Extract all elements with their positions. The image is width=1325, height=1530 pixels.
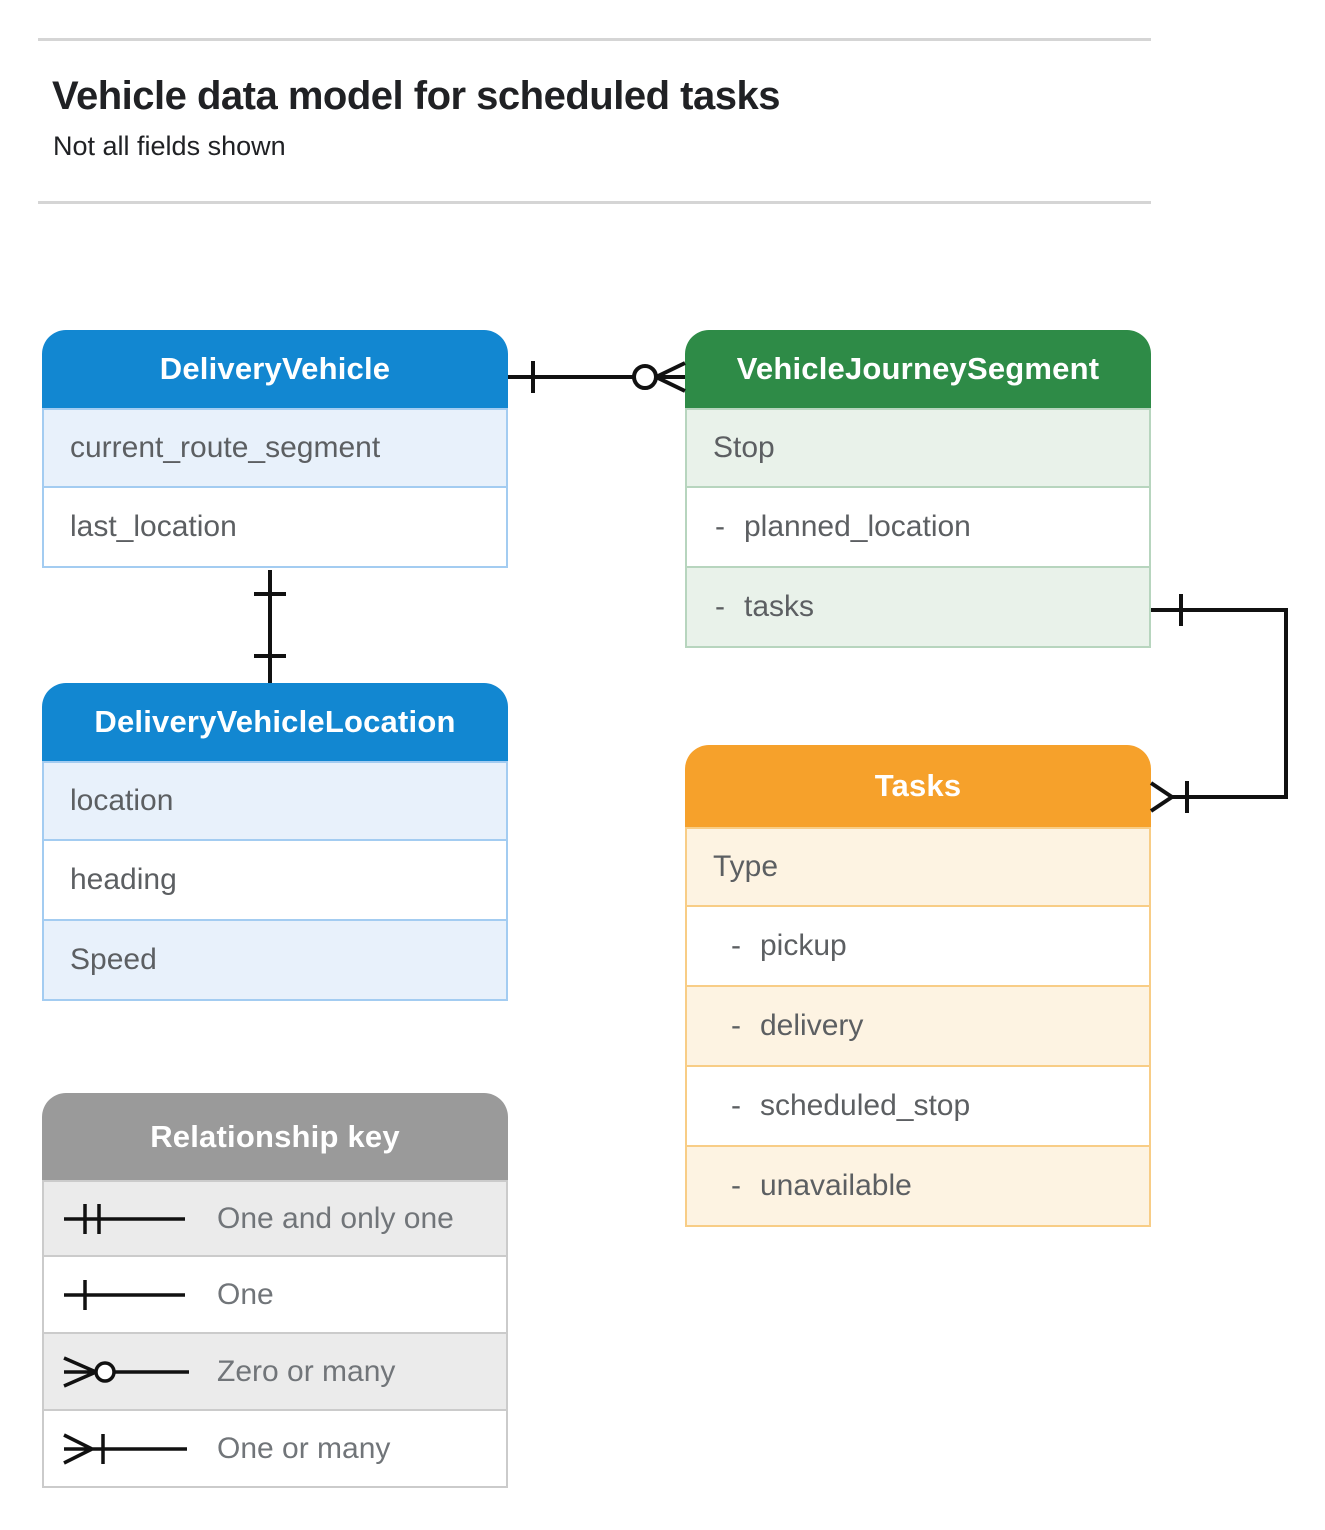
entity-row: - pickup (685, 907, 1151, 987)
entity-row: - delivery (685, 987, 1151, 1067)
entity-title: DeliveryVehicle (42, 330, 508, 408)
connector-deliveryvehicle-deliveryvehiclelocation (254, 570, 286, 683)
entity-delivery-vehicle-location: DeliveryVehicleLocation location heading… (42, 683, 508, 1001)
entity-row: - scheduled_stop (685, 1067, 1151, 1147)
field-label: heading (70, 863, 177, 896)
field-label: tasks (744, 590, 815, 623)
field-prefix: - (731, 1169, 741, 1202)
divider-bottom (38, 201, 1151, 204)
field-label: Stop (713, 431, 775, 464)
field-prefix: - (731, 929, 741, 962)
legend-item: One or many (42, 1411, 508, 1488)
connector-vehiclejourneysegment-tasks (1149, 594, 1288, 813)
entity-row: - planned_location (685, 488, 1151, 568)
entity-title: Tasks (685, 745, 1151, 827)
field-label: current_route_segment (70, 431, 381, 464)
field-label: location (70, 784, 174, 817)
entity-row: Type (685, 827, 1151, 907)
entity-row: location (42, 761, 508, 841)
entity-row: - unavailable (685, 1147, 1151, 1227)
relationship-key: Relationship key One and only one One Ze… (42, 1093, 508, 1488)
entity-title: DeliveryVehicleLocation (42, 683, 508, 761)
legend-label: Zero or many (217, 1354, 396, 1388)
divider-top (38, 38, 1151, 41)
legend-label: One and only one (217, 1201, 454, 1235)
entity-row: heading (42, 841, 508, 921)
legend-item: One (42, 1257, 508, 1334)
field-label: Type (713, 850, 779, 883)
field-label: delivery (760, 1009, 864, 1042)
field-label: scheduled_stop (760, 1089, 971, 1122)
field-label: Speed (70, 943, 157, 976)
field-prefix: - (715, 590, 725, 623)
entity-tasks: Tasks Type - pickup - delivery - schedul… (685, 745, 1151, 1227)
legend-title: Relationship key (42, 1093, 508, 1180)
connector-deliveryvehicle-vehiclejourneysegment (508, 361, 686, 393)
page-title: Vehicle data model for scheduled tasks (52, 74, 780, 118)
field-label: planned_location (744, 510, 971, 543)
entity-row: current_route_segment (42, 408, 508, 488)
page-subtitle: Not all fields shown (53, 131, 286, 161)
entity-title: VehicleJourneySegment (685, 330, 1151, 408)
entity-delivery-vehicle: DeliveryVehicle current_route_segment la… (42, 330, 508, 568)
one-or-many-icon (63, 1432, 187, 1465)
field-label: pickup (760, 929, 847, 962)
field-prefix: - (731, 1009, 741, 1042)
entity-row: - tasks (685, 568, 1151, 648)
entity-vehicle-journey-segment: VehicleJourneySegment Stop - planned_loc… (685, 330, 1151, 648)
one-and-only-one-icon (64, 1203, 185, 1234)
field-prefix: - (731, 1089, 741, 1122)
legend-label: One or many (217, 1431, 391, 1465)
entity-row: Stop (685, 408, 1151, 488)
legend-label: One (217, 1277, 274, 1311)
entity-row: last_location (42, 488, 508, 568)
field-prefix: - (715, 510, 725, 543)
field-label: last_location (70, 510, 237, 543)
legend-item: One and only one (42, 1180, 508, 1257)
entity-row: Speed (42, 921, 508, 1001)
field-label: unavailable (760, 1169, 912, 1202)
zero-or-many-icon (63, 1355, 189, 1388)
one-icon (64, 1279, 185, 1310)
legend-item: Zero or many (42, 1334, 508, 1411)
